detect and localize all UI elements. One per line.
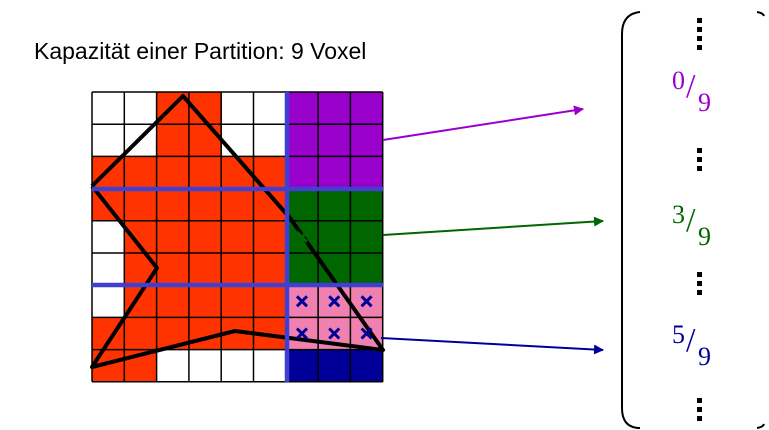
voxel-cell: [156, 188, 190, 222]
fraction-green-denominator: 9: [698, 222, 711, 251]
voxel-cell: [253, 92, 287, 125]
voxel-cell: [221, 188, 254, 222]
ellipsis-bottom: [697, 398, 703, 425]
voxel-cell: [221, 92, 254, 125]
partition-capacity-caption: Kapazität einer Partition: 9 Voxel: [34, 38, 367, 64]
voxel-cell: [221, 253, 254, 286]
voxel-cell: [350, 253, 384, 286]
voxel-cross-mark: [328, 327, 341, 340]
vector-right-bracket: [756, 11, 765, 17]
voxel-cell: [318, 124, 351, 157]
voxel-cell: [188, 124, 222, 157]
voxel-cell: [188, 285, 222, 318]
voxel-cell: [92, 253, 125, 286]
arrow-purple: [382, 105, 584, 141]
arrow-navy: [380, 337, 604, 355]
voxel-cell: [350, 188, 384, 222]
voxel-cell: [124, 253, 158, 286]
voxel-cell: [350, 124, 384, 157]
voxel-cross-mark: [360, 295, 373, 308]
voxel-cross-mark: [360, 327, 373, 340]
voxel-cell: [221, 124, 254, 157]
voxel-cell: [188, 188, 222, 222]
voxel-cell: [221, 220, 254, 254]
voxel-cell: [156, 220, 190, 254]
voxel-cell: [318, 92, 351, 125]
voxel-cell: [92, 124, 125, 157]
fraction-green-numerator: 3: [672, 200, 685, 229]
voxel-cell: [156, 124, 190, 157]
voxel-cell: [285, 188, 319, 222]
ellipsis-top: [697, 18, 703, 54]
vector-right-bracket-bottom: [756, 423, 765, 429]
voxel-cell: [221, 349, 254, 383]
partition-lines: [92, 92, 383, 382]
voxel-cell: [318, 156, 351, 190]
voxel-cell: [350, 92, 384, 125]
ellipsis-2: [697, 148, 703, 175]
voxel-cell: [188, 253, 222, 286]
ellipsis-3: [697, 272, 703, 299]
voxel-cross-mark: [295, 295, 309, 308]
voxel-cell: [285, 156, 319, 190]
voxel-cross-mark: [295, 327, 309, 340]
voxel-cell: [285, 349, 319, 383]
voxel-cell: [92, 92, 125, 125]
voxel-cell: [253, 253, 287, 286]
voxel-cell: [221, 285, 254, 318]
voxel-cross-mark: [295, 230, 309, 243]
voxel-cell: [253, 124, 287, 157]
voxel-cell: [156, 285, 190, 318]
voxel-cell: [156, 156, 190, 190]
voxel-cell: [188, 349, 222, 383]
voxel-cell: [253, 349, 287, 383]
voxel-cell: [253, 285, 287, 318]
fraction-navy-denominator: 9: [698, 342, 711, 371]
voxel-cell: [156, 349, 190, 383]
voxel-cell: [350, 156, 384, 190]
voxel-cell: [188, 156, 222, 190]
voxel-cross-mark: [328, 295, 341, 308]
voxel-cell: [285, 92, 319, 125]
voxel-cell: [92, 285, 125, 318]
voxel-cell: [156, 253, 190, 286]
voxel-cell: [124, 188, 158, 222]
voxel-cell: [92, 220, 125, 254]
voxel-cell: [350, 220, 384, 254]
voxel-cell: [318, 349, 351, 383]
voxel-cell: [253, 220, 287, 254]
voxel-crosses: [295, 230, 373, 340]
voxel-cell: [318, 188, 351, 222]
voxel-cell: [350, 349, 384, 383]
vector-left-bracket: [621, 11, 641, 429]
fraction-purple-denominator: 9: [698, 88, 711, 117]
arrow-green: [382, 216, 604, 236]
voxel-cell: [124, 317, 158, 351]
voxel-cell: [188, 220, 222, 254]
voxel-cell: [318, 220, 351, 254]
voxel-cell: [92, 156, 125, 190]
fraction-purple-numerator: 0: [672, 66, 685, 95]
voxel-cell: [124, 92, 158, 125]
voxel-cross-mark: [295, 263, 309, 276]
voxel-grid: [92, 92, 384, 383]
voxel-cell: [285, 124, 319, 157]
fraction-navy-numerator: 5: [672, 320, 685, 349]
voxel-cell: [124, 156, 158, 190]
